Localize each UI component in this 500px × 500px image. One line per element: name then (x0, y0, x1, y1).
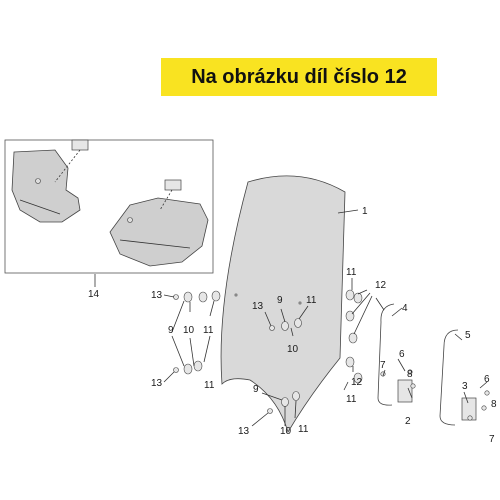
callout-6: 6 (484, 374, 490, 385)
callout-11: 11 (306, 295, 317, 306)
nut (484, 390, 490, 396)
callout-13: 13 (238, 426, 250, 437)
washer (193, 360, 203, 372)
hardware-group (173, 289, 490, 421)
callout-10: 10 (183, 325, 195, 336)
windshield (220, 175, 346, 433)
callout-9: 9 (253, 384, 259, 395)
callout-10: 10 (287, 344, 299, 355)
callout-11: 11 (346, 394, 357, 405)
bolt (173, 294, 179, 300)
bolt (467, 415, 473, 421)
washer (281, 321, 289, 331)
banner-text: Na obrázku díl číslo 12 (191, 65, 407, 88)
washer (198, 291, 208, 303)
leader-lines (94, 209, 488, 427)
bolt (269, 325, 275, 331)
callout-12: 12 (351, 377, 363, 388)
callout-11: 11 (204, 380, 215, 391)
washer (211, 290, 221, 302)
rubber-grommet (348, 332, 358, 344)
callout-11: 11 (346, 267, 357, 278)
callout-12: 12 (375, 280, 387, 291)
handguard-bracket-right (164, 179, 182, 191)
bolt (173, 367, 179, 373)
callout-8: 8 (491, 399, 497, 410)
callout-6: 6 (399, 349, 405, 360)
bolt (267, 408, 273, 414)
rubber-grommet (353, 372, 363, 384)
callout-11: 11 (298, 424, 309, 435)
callout-11: 11 (203, 325, 214, 336)
nut (481, 405, 487, 411)
washer (281, 397, 289, 407)
callout-13: 13 (151, 290, 163, 301)
callout-13: 13 (252, 301, 264, 312)
handguard-bracket-left (71, 139, 89, 151)
mount-bracket-2 (397, 379, 413, 403)
handguard-kit-frame (4, 139, 214, 274)
support-rod-4 (377, 303, 395, 406)
callout-9: 9 (277, 295, 283, 306)
callout-3: 3 (462, 381, 468, 392)
nut (407, 369, 413, 375)
callout-4: 4 (402, 303, 408, 314)
rubber-grommet (345, 289, 355, 301)
callout-7: 7 (489, 434, 495, 445)
part-number-banner: Na obrázku díl číslo 12 (161, 58, 437, 96)
rubber-grommet (353, 292, 363, 304)
callout-1: 1 (362, 206, 368, 217)
callout-14: 14 (88, 289, 100, 300)
callout-7: 7 (380, 360, 386, 371)
nut (410, 383, 416, 389)
washer (294, 318, 302, 328)
callout-9: 9 (168, 325, 174, 336)
callout-5: 5 (465, 330, 471, 341)
handguard-right (109, 197, 209, 267)
washer (183, 363, 193, 375)
handguard-left (11, 149, 81, 223)
callout-2: 2 (405, 416, 411, 427)
callout-10: 10 (280, 426, 292, 437)
callout-13: 13 (151, 378, 163, 389)
washer (292, 391, 300, 401)
callout-8: 8 (407, 369, 413, 380)
rubber-grommet (345, 356, 355, 368)
support-rod-5 (439, 329, 459, 426)
washer (183, 291, 193, 303)
